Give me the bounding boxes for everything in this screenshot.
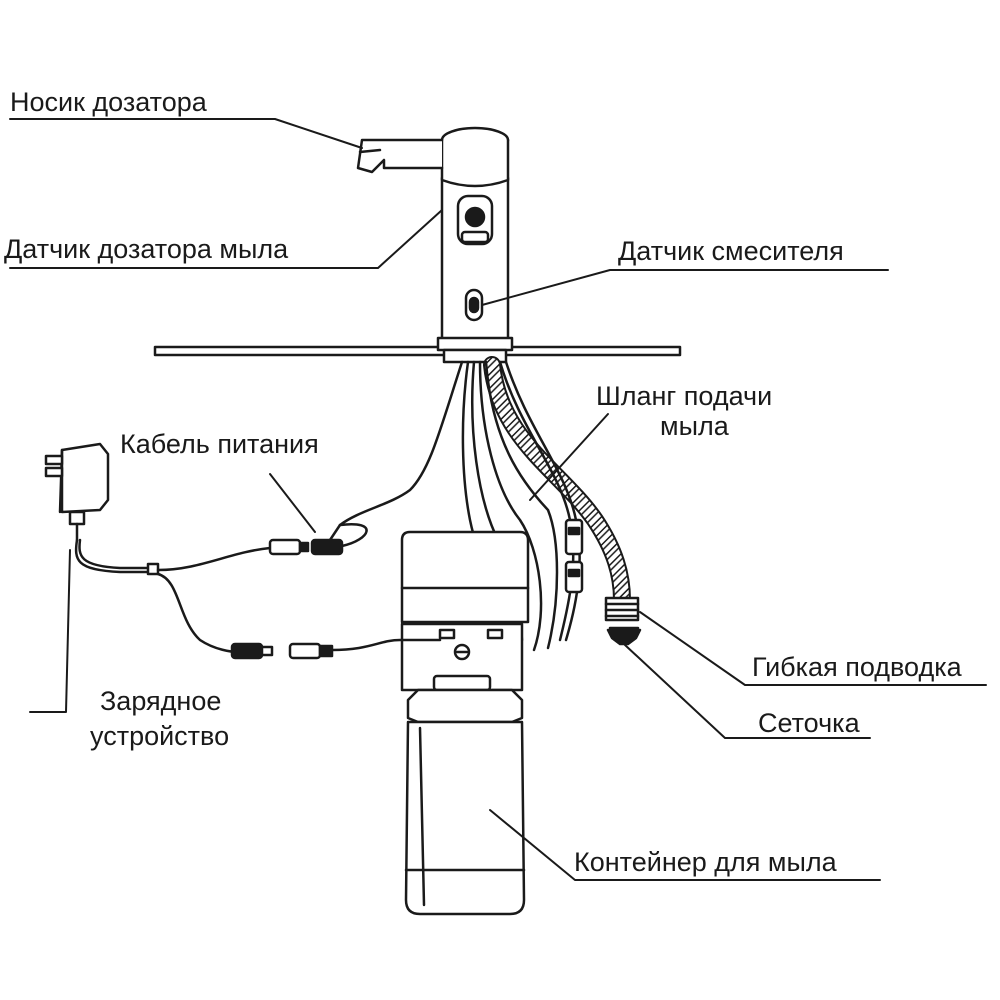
soap-container <box>404 674 526 916</box>
label-mixer-sensor: Датчик смесителя <box>618 236 844 266</box>
label-soap-sensor: Датчик дозатора мыла <box>4 234 289 264</box>
soap-sensor <box>456 194 494 246</box>
label-flex-hose: Гибкая подводка <box>752 652 962 682</box>
charger <box>44 442 110 542</box>
label-charger-line1: Зарядное <box>100 686 222 716</box>
label-soap-hose-line1: Шланг подачи <box>596 381 773 411</box>
label-power-cable: Кабель питания <box>120 429 319 459</box>
flexible-hose <box>483 356 640 622</box>
label-spout: Носик дозатора <box>10 87 207 117</box>
label-charger-line2: устройство <box>90 721 230 751</box>
power-cable <box>74 522 442 660</box>
hose-connectors <box>564 518 584 594</box>
countertop <box>153 345 682 357</box>
label-soap-hose-line2: мыла <box>660 411 729 441</box>
mesh-filter <box>606 626 642 646</box>
label-soap-container: Контейнер для мыла <box>574 847 837 877</box>
mixer-sensor <box>464 288 484 322</box>
leader-lines <box>9 118 987 881</box>
control-box <box>400 530 530 692</box>
spout <box>356 138 444 174</box>
label-mesh: Сеточка <box>758 708 860 738</box>
